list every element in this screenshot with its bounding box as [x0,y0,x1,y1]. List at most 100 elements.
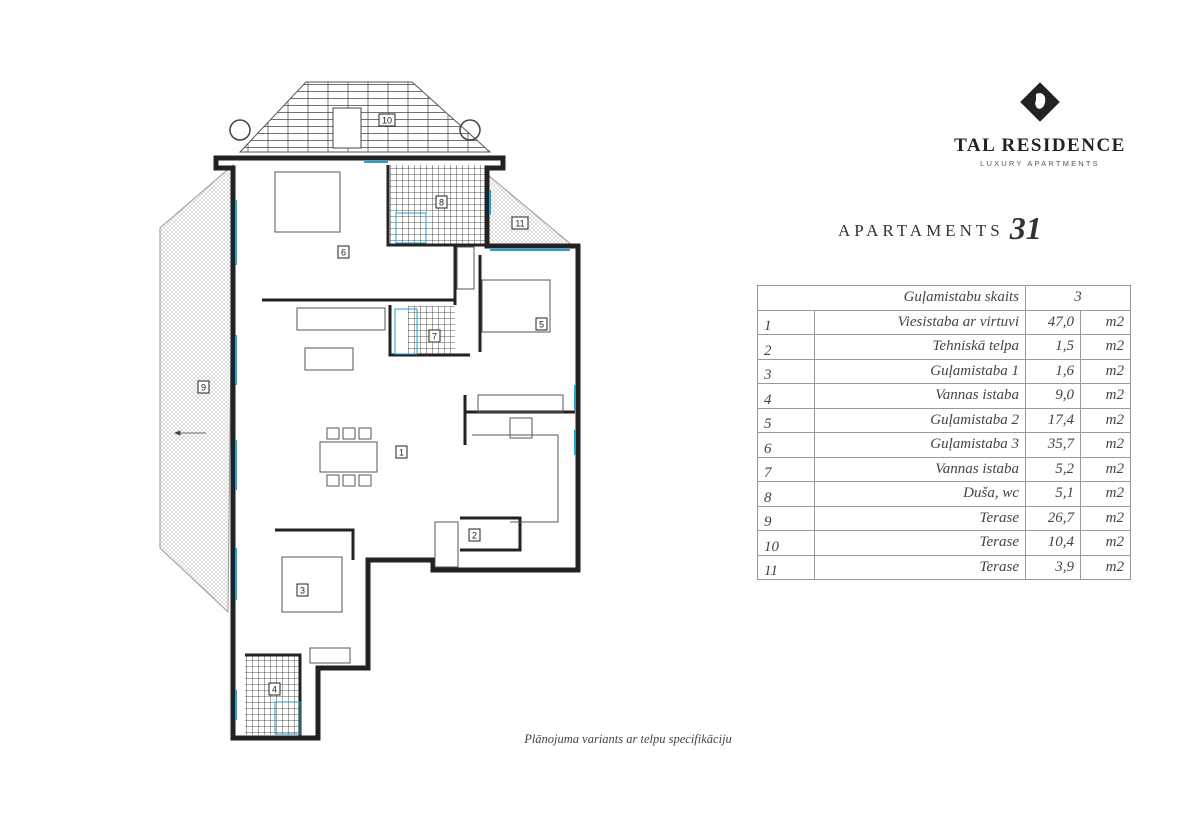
room-number: 1 [757,309,815,335]
room-label-3: 3 [296,583,309,597]
bed-room-5 [481,279,551,333]
room-label-4: 4 [268,682,281,696]
wardrobe [477,394,564,413]
brand-name: TAL RESIDENCE [954,135,1126,156]
room-name: Viesistaba ar virtuvi [814,309,1026,335]
room-label-5: 5 [535,317,548,331]
room-area: 3,9 [1025,554,1081,580]
svg-text:6: 6 [341,248,346,258]
room-label-11: 11 [511,216,529,230]
bathtub [394,308,418,355]
room-name: Guļamistaba 2 [814,407,1026,433]
dining-table [319,441,378,473]
room-area: 17,4 [1025,407,1081,433]
terrace-10 [238,81,492,153]
area-unit: m2 [1080,358,1131,384]
room-name: Terase [814,505,1026,531]
room-name: Guļamistaba 3 [814,432,1026,458]
svg-text:8: 8 [439,198,444,208]
svg-text:10: 10 [382,116,392,126]
bedroom-count-value: 3 [1025,285,1131,311]
svg-text:11: 11 [515,219,524,229]
room-number: 7 [757,456,815,482]
outer-walls [213,155,581,741]
wardrobe [456,246,475,290]
svg-text:9: 9 [201,383,206,393]
area-unit: m2 [1080,554,1131,580]
svg-text:5: 5 [539,320,544,330]
room-area: 5,2 [1025,456,1081,482]
room-number: 9 [757,505,815,531]
room-number: 4 [757,383,815,409]
area-unit: m2 [1080,383,1131,409]
arrow-icon [173,430,206,436]
room-number: 6 [757,432,815,458]
room-area: 9,0 [1025,383,1081,409]
room-number: 5 [757,407,815,433]
room-area: 10,4 [1025,530,1081,556]
apartment-number: 31 [1009,210,1042,246]
brand-logo: TAL RESIDENCE LUXURY APARTMENTS [940,80,1140,168]
room-label-10: 10 [378,113,396,127]
terrace-11 [487,173,575,247]
plant-icon [459,119,481,141]
room-number: 11 [757,554,815,580]
bedroom-count-label: Guļamistabu skaits [757,285,1026,311]
svg-text:4: 4 [272,685,277,695]
plan-caption: Plānojuma variants ar telpu specifikācij… [524,732,732,746]
area-unit: m2 [1080,407,1131,433]
area-unit: m2 [1080,309,1131,335]
svg-text:7: 7 [432,332,437,342]
room-name: Guļamistaba 1 [814,358,1026,384]
room-number: 2 [757,334,815,360]
room-labels: 10 8 11 6 5 7 9 1 2 3 4 [197,113,548,696]
plant-icon [229,119,251,141]
shower [395,212,427,244]
bed-room-3 [281,556,343,613]
wardrobe [309,647,351,664]
kitchen-counter [472,434,559,523]
area-unit: m2 [1080,505,1131,531]
room-name: Terase [814,530,1026,556]
diamond-portrait-icon [1020,82,1060,122]
room-name: Terase [814,554,1026,580]
area-unit: m2 [1080,432,1131,458]
area-unit: m2 [1080,481,1131,507]
area-unit: m2 [1080,334,1131,360]
room-area: 35,7 [1025,432,1081,458]
cooktop [509,417,533,439]
room-area: 1,6 [1025,358,1081,384]
room-name: Duša, wc [814,481,1026,507]
terrace-9 [159,163,234,614]
windows [235,161,576,720]
room-number: 8 [757,481,815,507]
room-area: 47,0 [1025,309,1081,335]
room-area: 26,7 [1025,505,1081,531]
room-label-8: 8 [435,195,448,209]
sofa [296,307,386,331]
brand-tagline: LUXURY APARTMENTS [980,159,1100,168]
room-area: 5,1 [1025,481,1081,507]
room-name: Tehniskā telpa [814,334,1026,360]
interior-walls [245,165,575,738]
wardrobe [434,521,459,568]
svg-text:2: 2 [472,531,477,541]
svg-text:1: 1 [399,448,404,458]
room-label-7: 7 [428,329,441,343]
room-label-1: 1 [395,445,408,459]
room-number: 10 [757,530,815,556]
furniture [274,171,564,735]
